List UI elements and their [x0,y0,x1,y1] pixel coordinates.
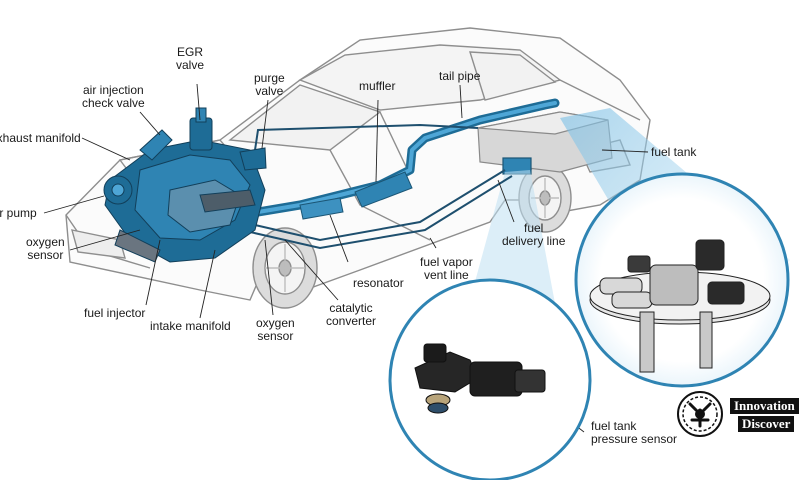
label-air-injection-check-valve: air injection check valve [82,83,145,110]
label-oxygen-sensor-left: oxygen sensor [26,235,65,262]
label-fuel-delivery-line: fuel delivery line [502,221,566,248]
label-fuel-vapor-vent-line: fuel vapor vent line [420,255,473,282]
brand-badge: Innovation Discover [676,388,800,440]
label-muffler: muffler [359,79,396,93]
label-resonator: resonator [353,276,404,290]
label-intake-manifold: intake manifold [150,319,231,333]
label-catalytic-converter: catalytic converter [326,301,377,328]
label-egr-valve: EGR valve [176,45,205,72]
muffler-shape [299,171,413,220]
label-fuel-injector: fuel injector [84,306,146,320]
front-wheel [252,227,318,309]
brand-line-1: Innovation [730,398,799,414]
label-oxygen-sensor-right: oxygen sensor [256,316,295,343]
leader-lines [43,83,649,433]
label-tail-pipe: tail pipe [439,69,481,83]
label-fuel-tank: fuel tank [651,145,697,159]
exhaust-pipe [235,98,560,220]
label-fuel-tank-pressure-sensor: fuel tank pressure sensor [591,419,678,446]
fuel-pump-zoom-circle [574,172,790,388]
label-air-pump: air pump [0,206,37,220]
brand-line-2: Discover [738,416,795,432]
wrench-gear-logo-icon [677,391,723,437]
label-purge-valve: purge valve [254,71,285,98]
label-exhaust-manifold: exhaust manifold [0,131,81,145]
pressure-sensor-zoom-circle [388,278,592,480]
engine-block [103,107,267,263]
